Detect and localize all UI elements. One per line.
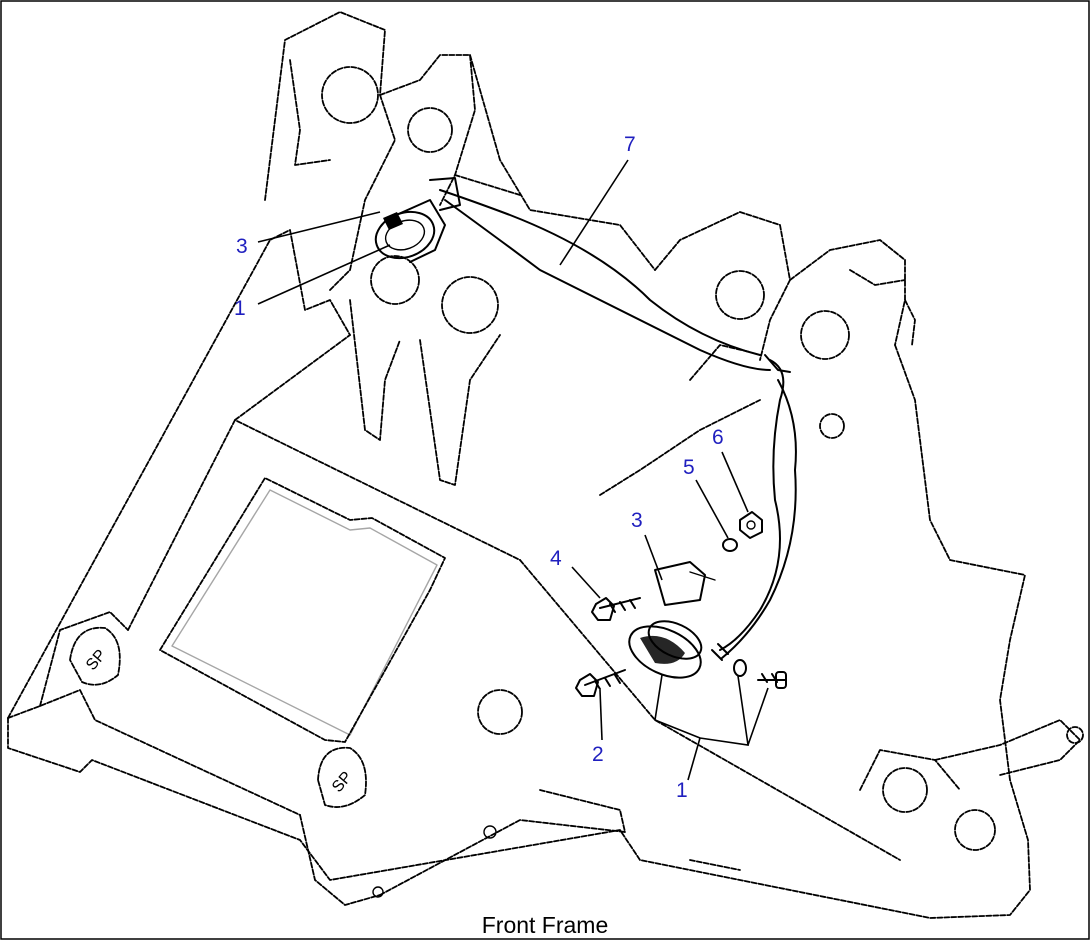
svg-text:SP: SP bbox=[329, 769, 356, 796]
upper-switch-assembly bbox=[374, 177, 461, 263]
callout-6: 6 bbox=[712, 426, 724, 449]
wiring-harness bbox=[439, 189, 797, 659]
frame-window-cutout bbox=[159, 477, 446, 743]
leader-lines bbox=[257, 159, 769, 781]
callout-7: 7 bbox=[624, 133, 636, 156]
callout-5: 5 bbox=[683, 456, 695, 479]
callout-3-upper: 3 bbox=[236, 235, 248, 258]
lower-switch-assembly bbox=[575, 511, 787, 697]
svg-text:SP: SP bbox=[83, 647, 110, 674]
callout-4: 4 bbox=[550, 547, 562, 570]
upper-left-brackets bbox=[264, 11, 656, 486]
callout-2: 2 bbox=[592, 743, 604, 766]
callout-1-lower: 1 bbox=[676, 779, 688, 802]
callout-1-upper: 1 bbox=[234, 297, 246, 320]
right-lower-pins bbox=[372, 689, 1084, 898]
upper-right-brackets bbox=[599, 211, 1026, 576]
diagram-caption: Front Frame bbox=[481, 912, 609, 938]
frame-body-outline bbox=[7, 229, 1031, 919]
lug-marks: SP SP bbox=[69, 626, 367, 808]
callout-3-lower: 3 bbox=[631, 509, 643, 532]
